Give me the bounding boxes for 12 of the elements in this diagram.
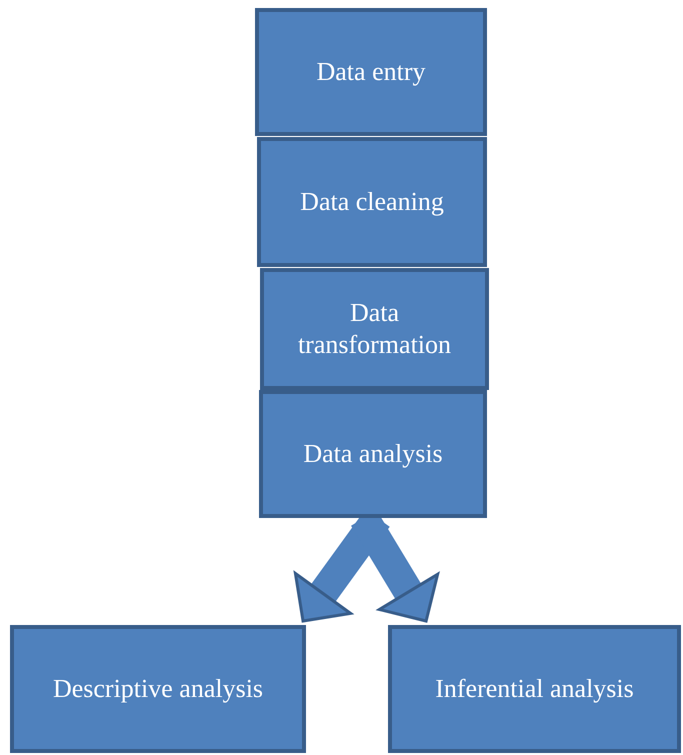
process-box xyxy=(10,625,306,753)
box-label: Descriptive analysis xyxy=(52,672,264,705)
process-box xyxy=(388,625,681,753)
process-box xyxy=(255,8,487,136)
process-box xyxy=(257,137,487,267)
process-box xyxy=(260,268,489,390)
box-label: Data analysis xyxy=(303,438,443,470)
box-label: Data entry xyxy=(316,56,426,88)
process-box xyxy=(259,390,487,518)
box-label: Data cleaning xyxy=(300,186,444,218)
box-label: Inferential analysis xyxy=(435,672,634,705)
box-label: Data transformation xyxy=(296,296,452,361)
